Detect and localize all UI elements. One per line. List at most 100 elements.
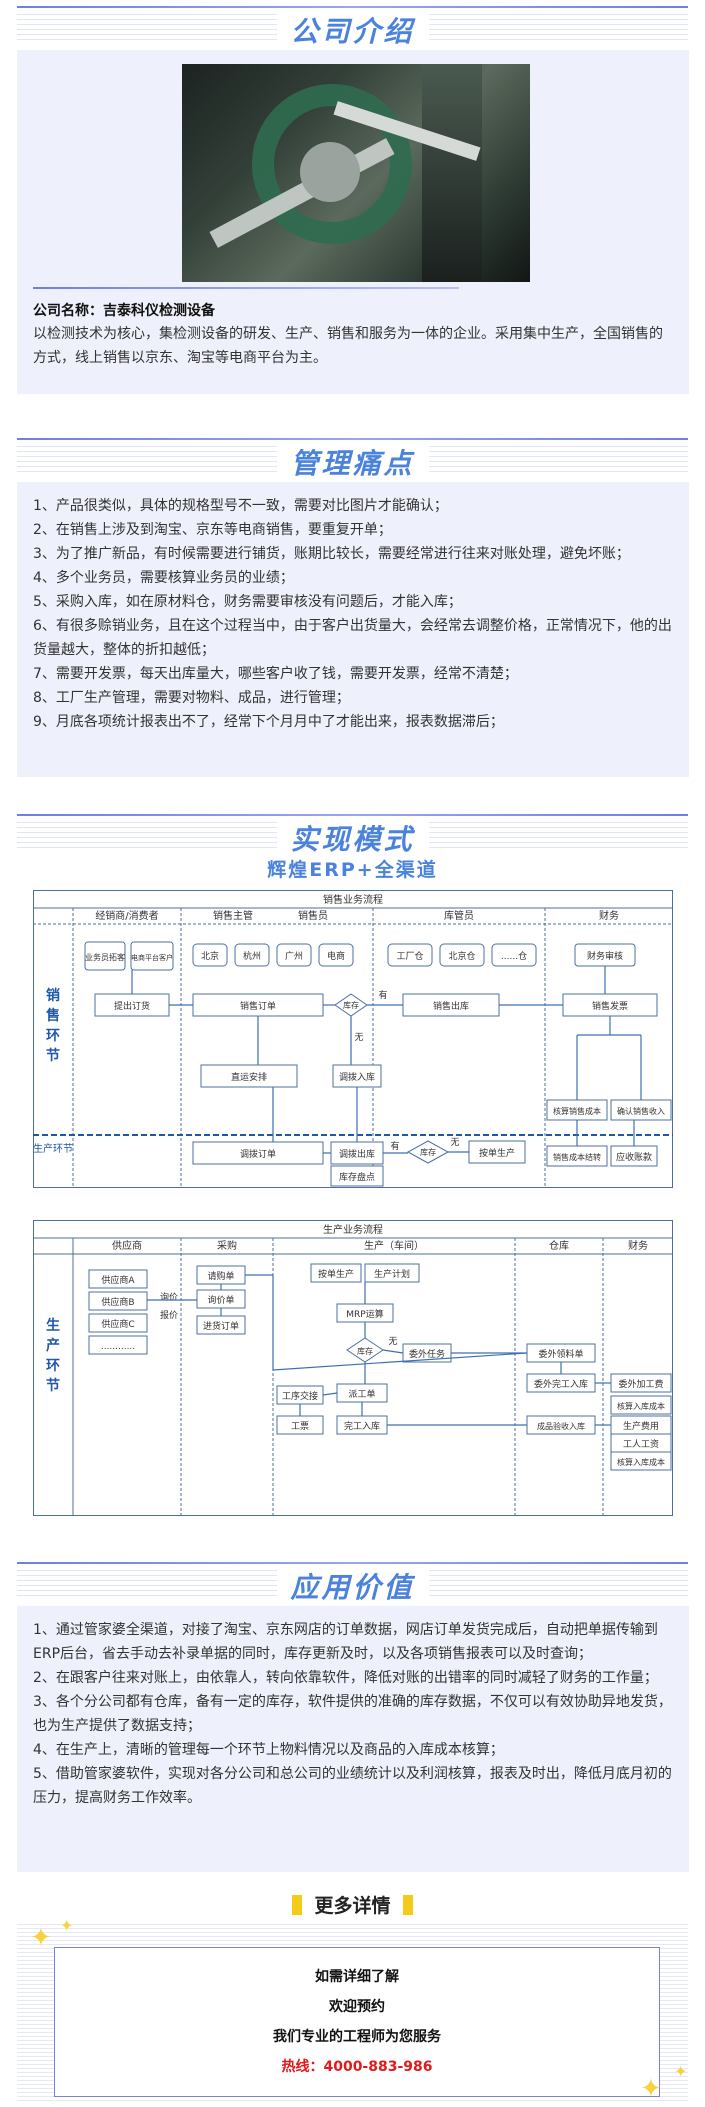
node-stock: 库存 [343, 1000, 359, 1010]
node-supplier: 供应商C [101, 1318, 134, 1330]
mode-title: 实现模式 [276, 818, 429, 858]
node-outsource-fee: 委外加工费 [618, 1378, 663, 1390]
node-yewu: 业务员拓客 [85, 952, 125, 962]
node-warehouse: ......仓 [501, 950, 527, 962]
node-dispatch: 派工单 [348, 1388, 375, 1400]
node-receivable: 应收账款 [616, 1151, 652, 1163]
node-supplier: ............ [101, 1342, 135, 1352]
hotline[interactable]: 热线：4000-883-986 [281, 2059, 433, 2075]
node-finish-in: 完工入库 [344, 1420, 380, 1432]
node-order-req: 提出订货 [114, 1000, 150, 1012]
pain-item: 6、有很多赊销业务，且在这个过程当中，由于客户出货量大，会经常去调整价格，正常情… [33, 618, 672, 658]
svg-text:销: 销 [46, 987, 60, 1004]
label-no-2: 无 [450, 1137, 459, 1148]
node-city: 广州 [285, 950, 303, 962]
prod-side-label: 生产环节 [33, 1142, 73, 1155]
node-outsource-pick: 委外领料单 [538, 1348, 583, 1360]
node-stock: 库存 [357, 1346, 373, 1356]
role-label: 仓库 [549, 1239, 569, 1252]
node-outsource: 委外任务 [409, 1348, 445, 1360]
sparkle-icon: ✦ [60, 1916, 74, 1935]
pain-item: 9、月底各项统计报表出不了，经常下个月月中了才能出来，报表数据滞后； [33, 714, 504, 730]
label-no: 无 [354, 1032, 363, 1043]
machinery-photo [182, 64, 530, 282]
pain-item: 4、多个业务员，需要核算业务员的业绩； [33, 570, 294, 586]
svg-text:节: 节 [46, 1047, 60, 1064]
production-flow-diagram: 生产业务流程 供应商 采购 生产（车间） 仓库 财务 生产环节 供应商A 供应商… [33, 1220, 673, 1516]
node-cost-check-2: 核算入库成本 [617, 1457, 665, 1467]
node-cost-check: 核算入库成本 [617, 1401, 665, 1411]
node-city: 北京 [201, 950, 219, 962]
role-label: 生产（车间） [364, 1239, 424, 1252]
contact-box: 如需详细了解 欢迎预约 我们专业的工程师为您服务 热线：4000-883-986 [54, 1947, 660, 2097]
mode-subtitle: 辉煌ERP+全渠道 [267, 859, 438, 881]
intro-divider [33, 287, 459, 289]
value-panel: 1、通过管家婆全渠道，对接了淘宝、京东网店的订单数据，网店订单发货完成后，自动把… [17, 1606, 689, 1872]
pain-item: 7、需要开发票，每天出库量大，哪些客户收了钱，需要开发票，经常不清楚； [33, 666, 518, 682]
node-product-in: 成品验收入库 [537, 1421, 585, 1431]
node-confirm-income: 确认销售收入 [617, 1106, 665, 1116]
svg-text:产: 产 [46, 1337, 60, 1354]
svg-text:节: 节 [46, 1377, 60, 1394]
section-title-mode: 实现模式 [0, 814, 705, 858]
company-name: 公司名称：吉泰科仪检测设备 [33, 303, 215, 319]
node-inquiry-form: 询价单 [207, 1294, 234, 1306]
node-plan: 生产计划 [374, 1268, 410, 1280]
node-carry-cost: 销售成本结转 [553, 1152, 601, 1162]
company-description: 以检测技术为核心，集检测设备的研发、生产、销售和服务为一体的企业。采用集中生产，… [33, 326, 663, 366]
section-title-intro: 公司介绍 [0, 6, 705, 50]
role-label: 供应商 [112, 1239, 142, 1252]
pain-panel: 1、产品很类似，具体的规格型号不一致，需要对比图片才能确认； 2、在销售上涉及到… [17, 482, 689, 777]
svg-text:环: 环 [46, 1358, 60, 1374]
contact-line-1: 如需详细了解 [315, 1969, 399, 1985]
contact-line-2: 欢迎预约 [329, 1999, 385, 2015]
role-label: 经销商/消费者 [95, 909, 158, 922]
contact-line-3: 我们专业的工程师为您服务 [273, 2029, 441, 2045]
label-inquiry: 询价 [160, 1291, 178, 1303]
label-quote: 报价 [160, 1309, 178, 1321]
prod-flow-title: 生产业务流程 [323, 1223, 383, 1236]
section-title-pain: 管理痛点 [0, 438, 705, 482]
node-warehouse: 工厂仓 [396, 950, 423, 962]
node-inventory: 库存盘点 [339, 1171, 375, 1183]
value-item: 3、各个分公司都有仓库，备有一定的库存，软件提供的准确的库存数据，不仅可以有效协… [33, 1694, 672, 1734]
node-sales-order: 销售订单 [240, 1000, 276, 1012]
node-direct: 直运安排 [231, 1071, 267, 1083]
node-stock-2: 库存 [420, 1147, 436, 1157]
node-transfer-order: 调拨订单 [240, 1148, 276, 1160]
role-label: 采购 [217, 1239, 237, 1252]
svg-text:环: 环 [46, 1028, 60, 1044]
pain-item: 3、为了推广新品，有时候需要进行铺货，账期比较长，需要经常进行往来对账处理，避免… [33, 546, 630, 562]
value-item: 4、在生产上，清晰的管理每一个环节上物料情况以及商品的入库成本核算； [33, 1742, 504, 1758]
pain-item: 2、在销售上涉及到淘宝、京东等电商销售，要重复开单； [33, 522, 392, 538]
value-item: 1、通过管家婆全渠道，对接了淘宝、京东网店的订单数据，网店订单发货完成后，自动把… [33, 1622, 658, 1662]
value-item: 2、在跟客户往来对账上，由依靠人，转向依靠软件，降低对账的出错率的同时减轻了财务… [33, 1670, 658, 1686]
node-supplier: 供应商A [101, 1274, 135, 1286]
more-details-heading: 更多详情 [0, 1891, 705, 1918]
node-produce-by-order: 按单生产 [318, 1268, 354, 1280]
sales-flow-diagram: 销售业务流程 经销商/消费者 销售主管 销售员 库管员 财务 销售环节 生产环节 [33, 890, 673, 1188]
sales-flow-title: 销售业务流程 [323, 893, 383, 906]
node-dianshang: 电商平台客户 [131, 953, 173, 962]
node-purchase-order: 进货订单 [203, 1320, 239, 1332]
role-label: 库管员 [444, 909, 474, 922]
intro-title: 公司介绍 [276, 10, 429, 50]
role-label: 财务 [628, 1239, 648, 1252]
node-invoice: 销售发票 [592, 1000, 628, 1012]
node-supplier: 供应商B [101, 1296, 134, 1308]
label-yes-2: 有 [390, 1140, 399, 1152]
label-yes: 有 [378, 989, 387, 1001]
pain-item: 1、产品很类似，具体的规格型号不一致，需要对比图片才能确认； [33, 498, 448, 514]
node-check-cost: 核算销售成本 [553, 1106, 601, 1116]
node-handover: 工序交接 [282, 1390, 318, 1402]
node-wage: 工人工资 [623, 1439, 659, 1450]
sparkle-icon: ✦ [640, 2074, 662, 2104]
value-title: 应用价值 [276, 1566, 429, 1606]
role-label: 销售员 [298, 909, 328, 922]
node-audit: 财务审核 [587, 950, 623, 962]
node-purchase-req: 请购单 [207, 1270, 234, 1282]
svg-text:生: 生 [46, 1317, 60, 1334]
label-no: 无 [388, 1336, 397, 1347]
node-ticket: 工票 [291, 1421, 309, 1432]
more-title: 更多详情 [314, 1895, 391, 1917]
